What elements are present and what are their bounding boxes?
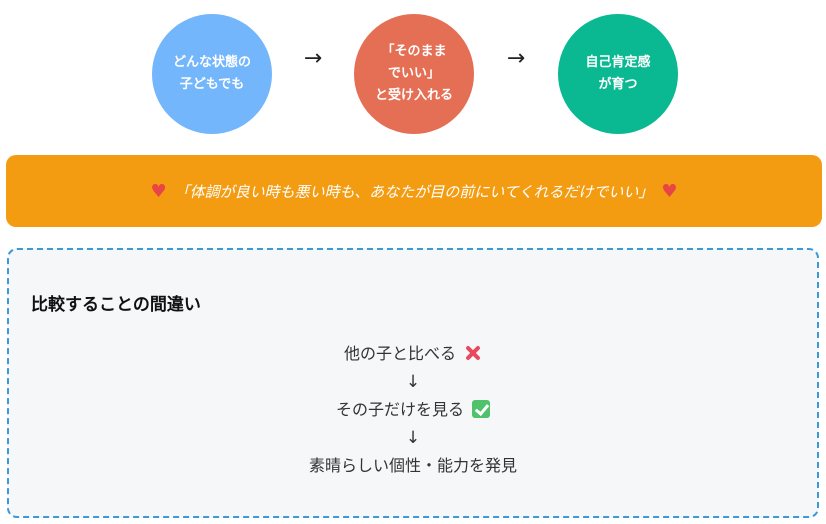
step-result: 素晴らしい個性・能力を発見 [9, 452, 817, 480]
comparison-steps: 他の子と比べる ↓ その子だけを見る ↓ 素晴らしい個性・能力を発見 [9, 340, 817, 480]
down-arrow-icon: ↓ [405, 428, 421, 448]
check-mark-icon [472, 400, 490, 418]
flow-step-text: が育つ [598, 77, 638, 92]
down-arrow-icon: ↓ [405, 372, 421, 392]
step-wrong: 他の子と比べる [9, 340, 817, 368]
cross-mark-icon [464, 344, 482, 362]
heart-icon: ♥ [150, 180, 167, 202]
flow-step-text: 「そのまま [381, 44, 447, 59]
step-wrong-text: 他の子と比べる [343, 344, 456, 363]
acceptance-flow: どんな状態の 子どもでも → 「そのまま でいい」 と受け入れる → 自己肯定感… [0, 8, 826, 134]
flow-step-text: どんな状態の [172, 55, 251, 70]
step-right-text: その子だけを見る [335, 400, 464, 419]
comparison-box: 比較することの間違い 他の子と比べる ↓ その子だけを見る ↓ 素晴らしい個性・… [7, 248, 819, 518]
flow-step-accept: 「そのまま でいい」 と受け入れる [354, 14, 474, 134]
heart-icon: ♥ [661, 180, 678, 202]
right-arrow-icon: → [506, 46, 526, 71]
comparison-title: 比較することの間違い [31, 295, 201, 315]
flow-step-self-esteem: 自己肯定感 が育つ [558, 14, 678, 134]
flow-step-text: 自己肯定感 [585, 55, 651, 70]
flow-step-text: 子どもでも [179, 77, 245, 92]
step-right: その子だけを見る [9, 396, 817, 424]
flow-step-any-state: どんな状態の 子どもでも [152, 14, 272, 134]
flow-step-text: でいい」 [387, 66, 440, 81]
step-result-text: 素晴らしい個性・能力を発見 [308, 456, 517, 475]
flow-step-text: と受け入れる [374, 88, 453, 103]
quote-banner: ♥ 「体調が良い時も悪い時も、あなたが目の前にいてくれるだけでいい」 ♥ [6, 155, 822, 227]
right-arrow-icon: → [303, 46, 323, 71]
quote-text: 「体調が良い時も悪い時も、あなたが目の前にいてくれるだけでいい」 [174, 182, 654, 201]
